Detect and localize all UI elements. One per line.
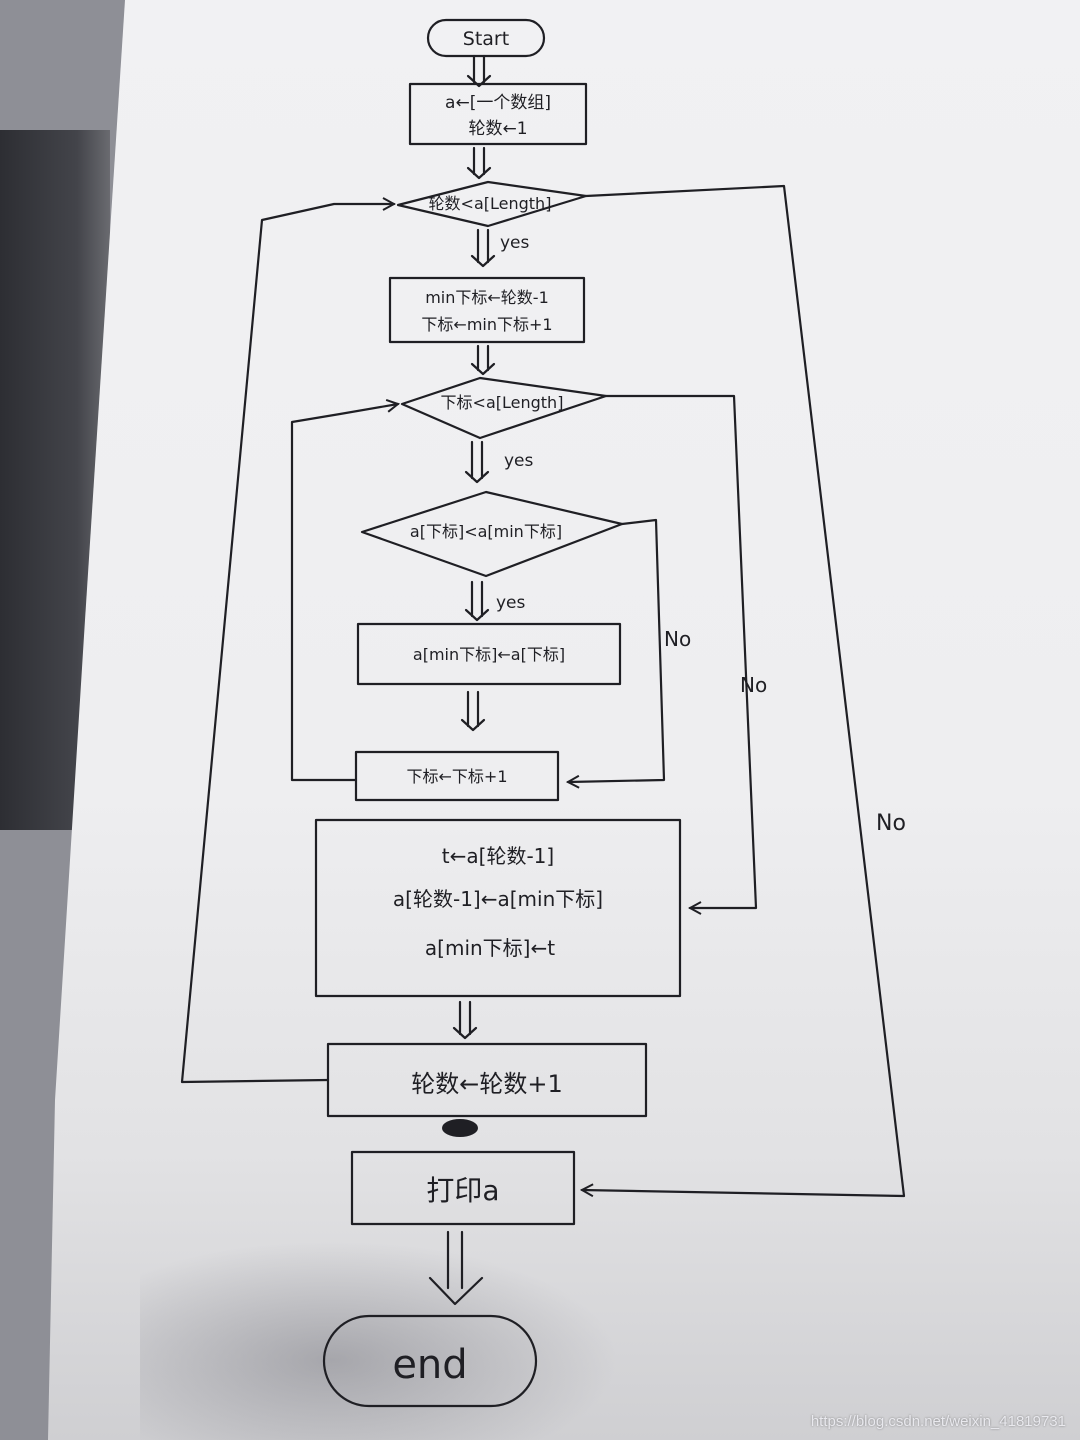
flow-arrow-assign-increment [460,690,486,732]
loop-line-compare-no: No [568,518,691,782]
flow-arrow-start-init [466,54,492,88]
flow-arrow-setup-inner [470,344,496,376]
compare-decision: a[下标]<a[min下标] [360,490,624,578]
outer-decision-label: 轮数<a[Length] [429,194,552,213]
increment-index-box: 下标←下标+1 [354,750,560,802]
watermark-url: https://blog.csdn.net/weixin_41819731 [810,1413,1066,1430]
flow-arrow-outer-yes: yes [470,228,530,268]
flow-arrow-init-outer [466,146,492,180]
setup-box: min下标←轮数-1 下标←min下标+1 [388,276,586,344]
outer-decision: 轮数<a[Length] [396,180,588,228]
loop-line-outer-back [180,204,394,1084]
compare-decision-label: a[下标]<a[min下标] [410,522,562,541]
setup-line-1: min下标←轮数-1 [425,288,549,307]
end-terminal: end [322,1314,538,1408]
inner-decision-label: 下标<a[Length] [441,393,564,412]
assign-min-label: a[min下标]←a[下标] [413,645,565,664]
setup-line-2: 下标←min下标+1 [421,315,552,334]
inner-decision: 下标<a[Length] [400,376,608,440]
flow-arrow-compare-yes: yes [464,580,526,622]
increment-round-box: 轮数←轮数+1 [326,1042,648,1118]
print-box: 打印a [350,1150,576,1226]
swap-box: t←a[轮数-1] a[轮数-1]←a[min下标] a[min下标]←t [314,818,682,998]
swap-line-1: t←a[轮数-1] [442,844,554,868]
print-label: 打印a [426,1174,499,1207]
yes-label-1: yes [500,233,530,253]
no-label-compare: No [664,627,691,651]
ink-blot [442,1119,478,1137]
loop-line-inner-no: No [604,394,767,908]
start-terminal: Start [426,18,546,58]
init-line-2: 轮数←1 [468,119,527,139]
flow-arrow-print-end [428,1230,484,1306]
swap-line-2: a[轮数-1]←a[min下标] [393,887,603,911]
loop-line-inner-back [290,404,398,782]
yes-label-3: yes [496,593,526,613]
init-line-1: a←[一个数组] [445,93,551,113]
no-label-inner: No [740,673,767,697]
yes-label-2: yes [504,451,534,471]
increment-round-label: 轮数←轮数+1 [411,1070,563,1098]
init-box: a←[一个数组] 轮数←1 [408,82,588,146]
assign-min-box: a[min下标]←a[下标] [356,622,622,686]
loop-line-outer-no: No [582,184,906,1198]
flow-arrow-swap-round [452,1000,478,1040]
increment-index-label: 下标←下标+1 [407,767,508,786]
swap-line-3: a[min下标]←t [425,936,555,960]
no-label-outer: No [876,811,906,836]
flow-arrow-inner-yes: yes [464,440,534,484]
end-label: end [392,1342,467,1388]
start-label: Start [463,28,509,50]
